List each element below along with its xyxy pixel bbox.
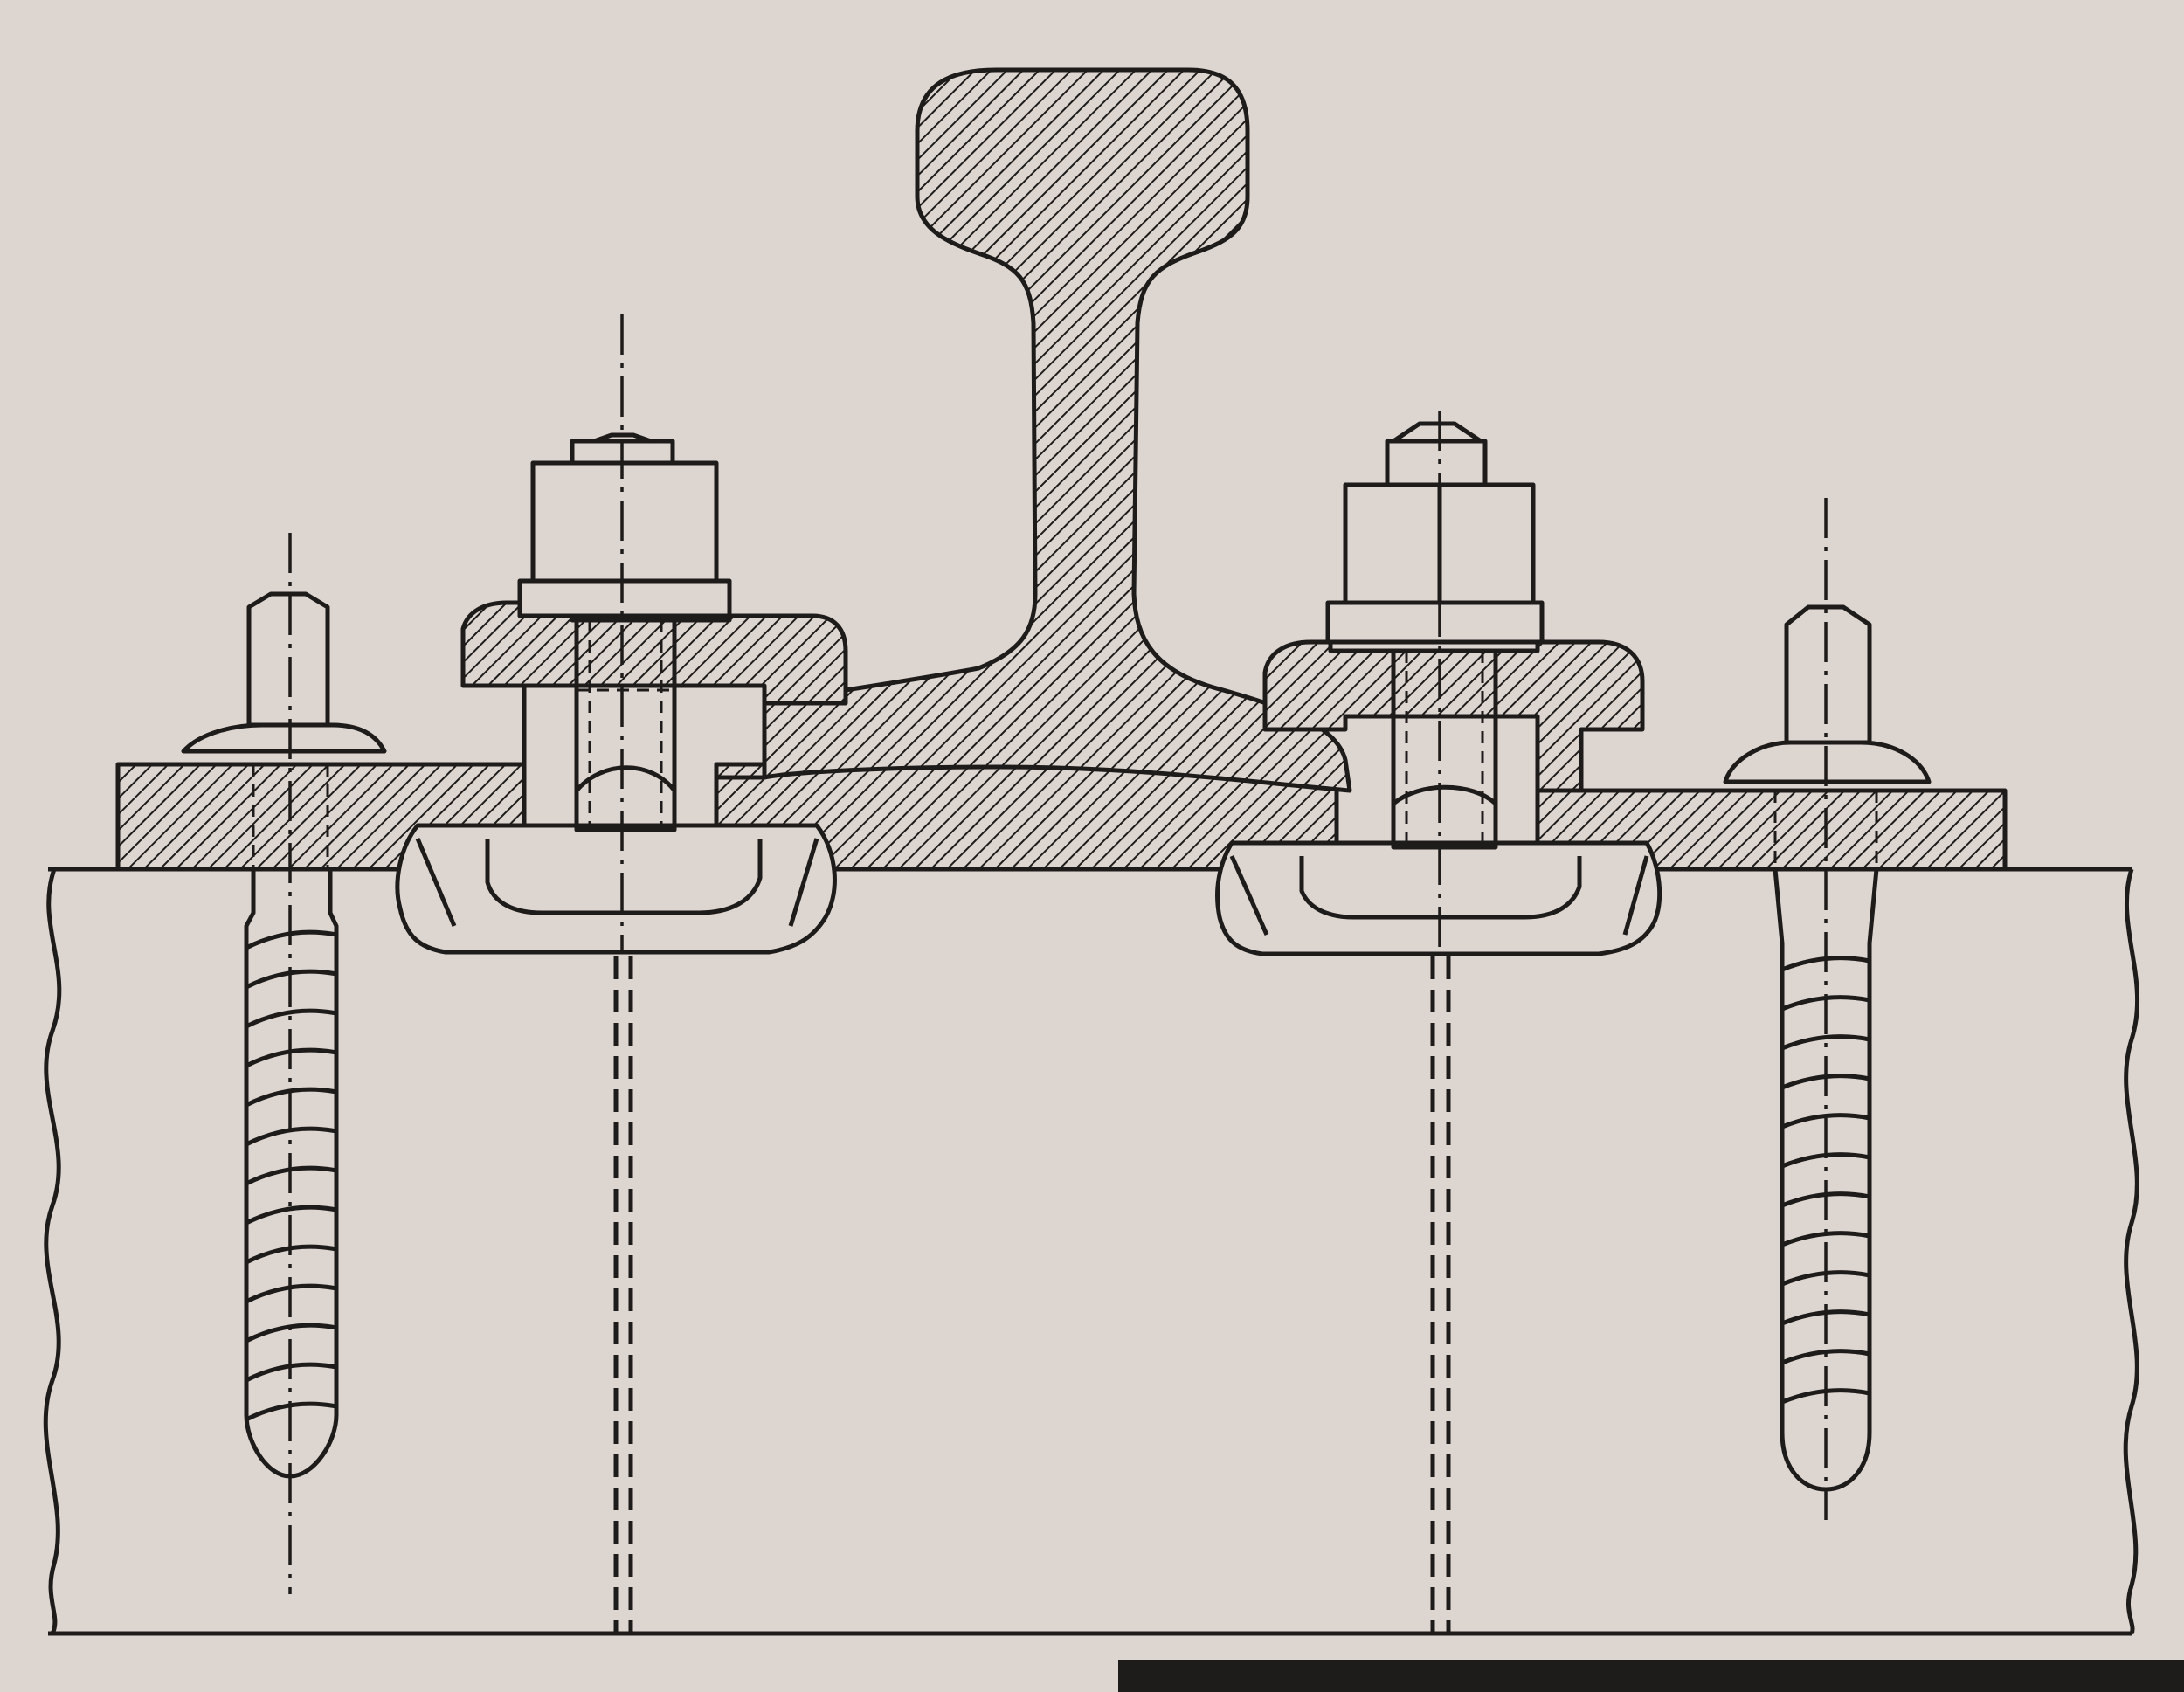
right-bolt-shank bbox=[1391, 651, 1498, 850]
right-screw-thread bbox=[1781, 956, 1870, 1405]
left-screw-head bbox=[246, 591, 330, 728]
page-bottom-band bbox=[1118, 1660, 2184, 1692]
left-nut bbox=[530, 460, 719, 584]
rail-section bbox=[762, 67, 1352, 793]
sleeper bbox=[43, 867, 2140, 1636]
right-screw-head bbox=[1784, 604, 1872, 745]
right-sleeper-screw bbox=[1723, 498, 1932, 1520]
right-break-line bbox=[2123, 868, 2140, 1635]
left-screw-thread bbox=[245, 929, 337, 1422]
left-anchor-cup bbox=[485, 839, 763, 915]
right-bolt-assembly bbox=[1215, 411, 1662, 1633]
left-bolt-shank bbox=[574, 620, 677, 832]
left-screw-collar bbox=[181, 722, 387, 754]
right-bolt-top bbox=[1385, 439, 1488, 487]
left-bolt-tip bbox=[575, 765, 676, 792]
left-washer bbox=[517, 578, 732, 618]
left-sleeper-screw bbox=[181, 533, 387, 1594]
left-anchor-insert bbox=[395, 823, 837, 955]
left-break-line bbox=[43, 868, 62, 1635]
right-anchor-insert bbox=[1215, 840, 1662, 956]
right-bolt-tip bbox=[1392, 784, 1497, 805]
right-anchor-cup bbox=[1299, 856, 1582, 920]
left-bolt-assembly bbox=[395, 314, 837, 1633]
right-washer bbox=[1325, 600, 1545, 645]
base-plate bbox=[115, 762, 2008, 872]
